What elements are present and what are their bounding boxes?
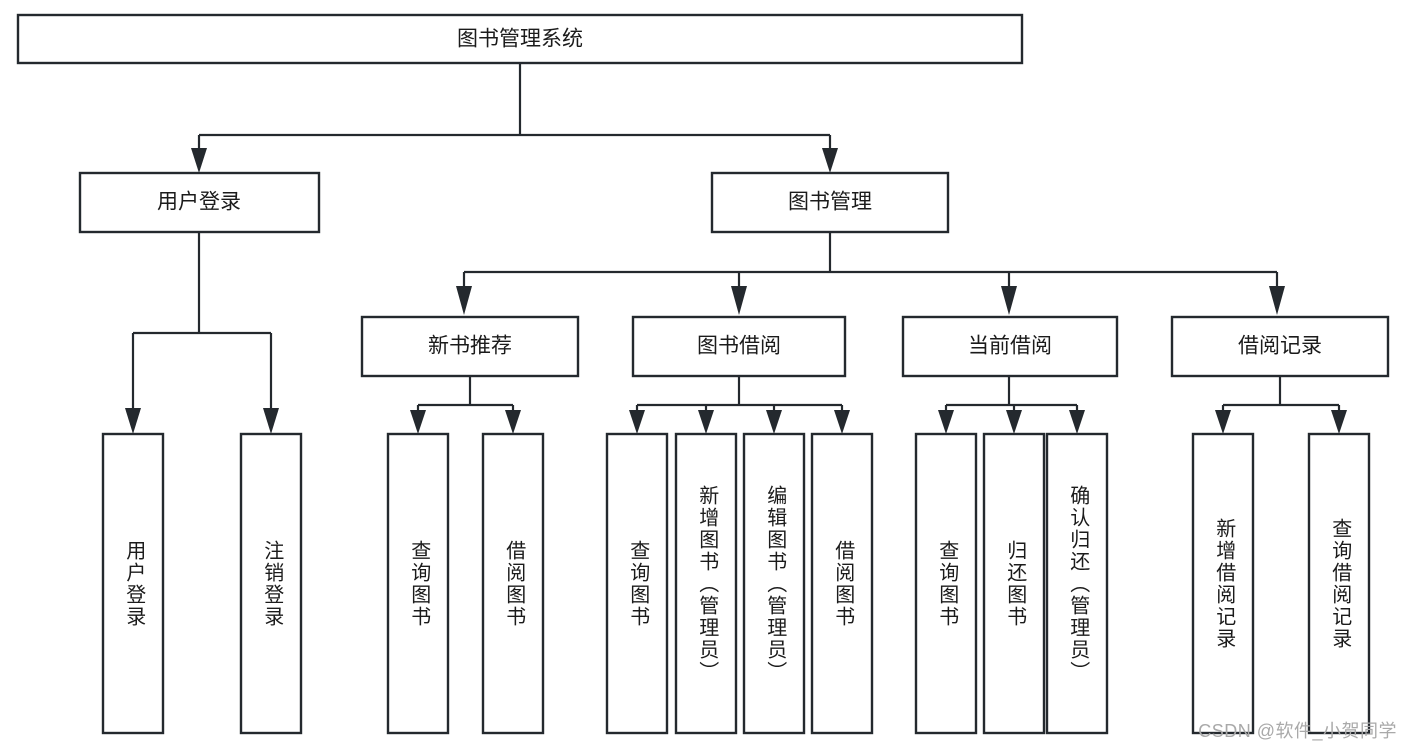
leaf-label-book-borrow-1: 新增图书（管理员） — [695, 484, 718, 683]
leaf-label-borrow-record-1: 查询借阅记录 — [1328, 517, 1351, 650]
leaf-box-user-login-1[interactable] — [239, 432, 303, 735]
arrowhead-currentborrow-leaf-1 — [938, 410, 954, 434]
leaf-box-borrow-record-0[interactable] — [1191, 432, 1255, 735]
leaf-label-book-borrow-0: 查询图书 — [626, 539, 649, 628]
leaf-box-borrow-record-1[interactable] — [1307, 432, 1371, 735]
node-label-new-book-recommend: 新书推荐 — [428, 335, 512, 358]
leaf-label-current-borrow-0: 查询图书 — [935, 539, 958, 628]
leaf-box-current-borrow-0[interactable] — [914, 432, 978, 735]
node-layer: 图书管理系统 用户登录 图书管理 新书推荐 图书借阅 当前借阅 借阅记录 — [16, 13, 1390, 735]
arrowhead-newbook-leaf-1 — [410, 410, 426, 434]
connector-layer — [125, 63, 1347, 434]
arrowhead-book-manage — [822, 148, 838, 173]
arrowhead-bookborrow-leaf-3 — [766, 410, 782, 434]
leaf-box-new-book-0[interactable] — [386, 432, 450, 735]
leaf-box-current-borrow-1[interactable] — [982, 432, 1046, 735]
leaf-box-book-borrow-2[interactable] — [742, 432, 806, 735]
node-label-user-login: 用户登录 — [157, 191, 241, 214]
leaf-box-user-login-0[interactable] — [101, 432, 165, 735]
arrowhead-book-borrow — [731, 286, 747, 315]
leaf-box-book-borrow-3[interactable] — [810, 432, 874, 735]
arrowhead-current-borrow — [1001, 286, 1017, 315]
arrowhead-new-book-recommend — [456, 286, 472, 315]
leaf-label-book-borrow-2: 编辑图书（管理员） — [763, 484, 786, 683]
arrowhead-leaf-logout — [263, 408, 279, 434]
node-label-root: 图书管理系统 — [457, 28, 583, 51]
node-box-user-login[interactable] — [78, 171, 321, 234]
node-label-current-borrow: 当前借阅 — [968, 335, 1052, 358]
leaf-box-book-borrow-0[interactable] — [605, 432, 669, 735]
arrowhead-bookborrow-leaf-2 — [698, 410, 714, 434]
node-box-book-manage[interactable] — [710, 171, 950, 234]
arrowhead-newbook-leaf-2 — [505, 410, 521, 434]
leaf-label-current-borrow-2: 确认归还（管理员） — [1066, 484, 1089, 683]
leaf-label-book-borrow-3: 借阅图书 — [831, 539, 854, 628]
arrowhead-borrow-record — [1269, 286, 1285, 315]
arrowhead-currentborrow-leaf-2 — [1006, 410, 1022, 434]
node-box-book-borrow[interactable] — [631, 315, 847, 378]
arrowhead-currentborrow-leaf-3 — [1069, 410, 1085, 434]
arrowhead-leaf-user-login — [125, 408, 141, 434]
leaf-box-book-borrow-1[interactable] — [674, 432, 738, 735]
leaf-label-user-login-1: 注销登录 — [260, 539, 283, 628]
arrowhead-bookborrow-leaf-4 — [834, 410, 850, 434]
arrowhead-user-login — [191, 148, 207, 173]
arrowhead-bookborrow-leaf-1 — [629, 410, 645, 434]
node-box-borrow-record[interactable] — [1170, 315, 1390, 378]
leaf-label-new-book-0: 查询图书 — [407, 539, 430, 628]
leaf-box-current-borrow-2[interactable] — [1045, 432, 1109, 735]
leaf-label-borrow-record-0: 新增借阅记录 — [1212, 517, 1235, 650]
node-label-borrow-record: 借阅记录 — [1238, 335, 1322, 358]
arrowhead-borrowrecord-leaf-1 — [1215, 410, 1231, 434]
node-box-new-book-recommend[interactable] — [360, 315, 580, 378]
node-box-current-borrow[interactable] — [901, 315, 1119, 378]
leaf-label-user-login-0: 用户登录 — [122, 539, 145, 628]
leaf-label-new-book-1: 借阅图书 — [502, 539, 525, 628]
node-label-book-manage: 图书管理 — [788, 191, 872, 214]
leaf-label-current-borrow-1: 归还图书 — [1003, 539, 1026, 628]
leaf-box-new-book-1[interactable] — [481, 432, 545, 735]
arrowhead-borrowrecord-leaf-2 — [1331, 410, 1347, 434]
node-label-book-borrow: 图书借阅 — [697, 335, 781, 358]
node-box-root[interactable] — [16, 13, 1024, 65]
